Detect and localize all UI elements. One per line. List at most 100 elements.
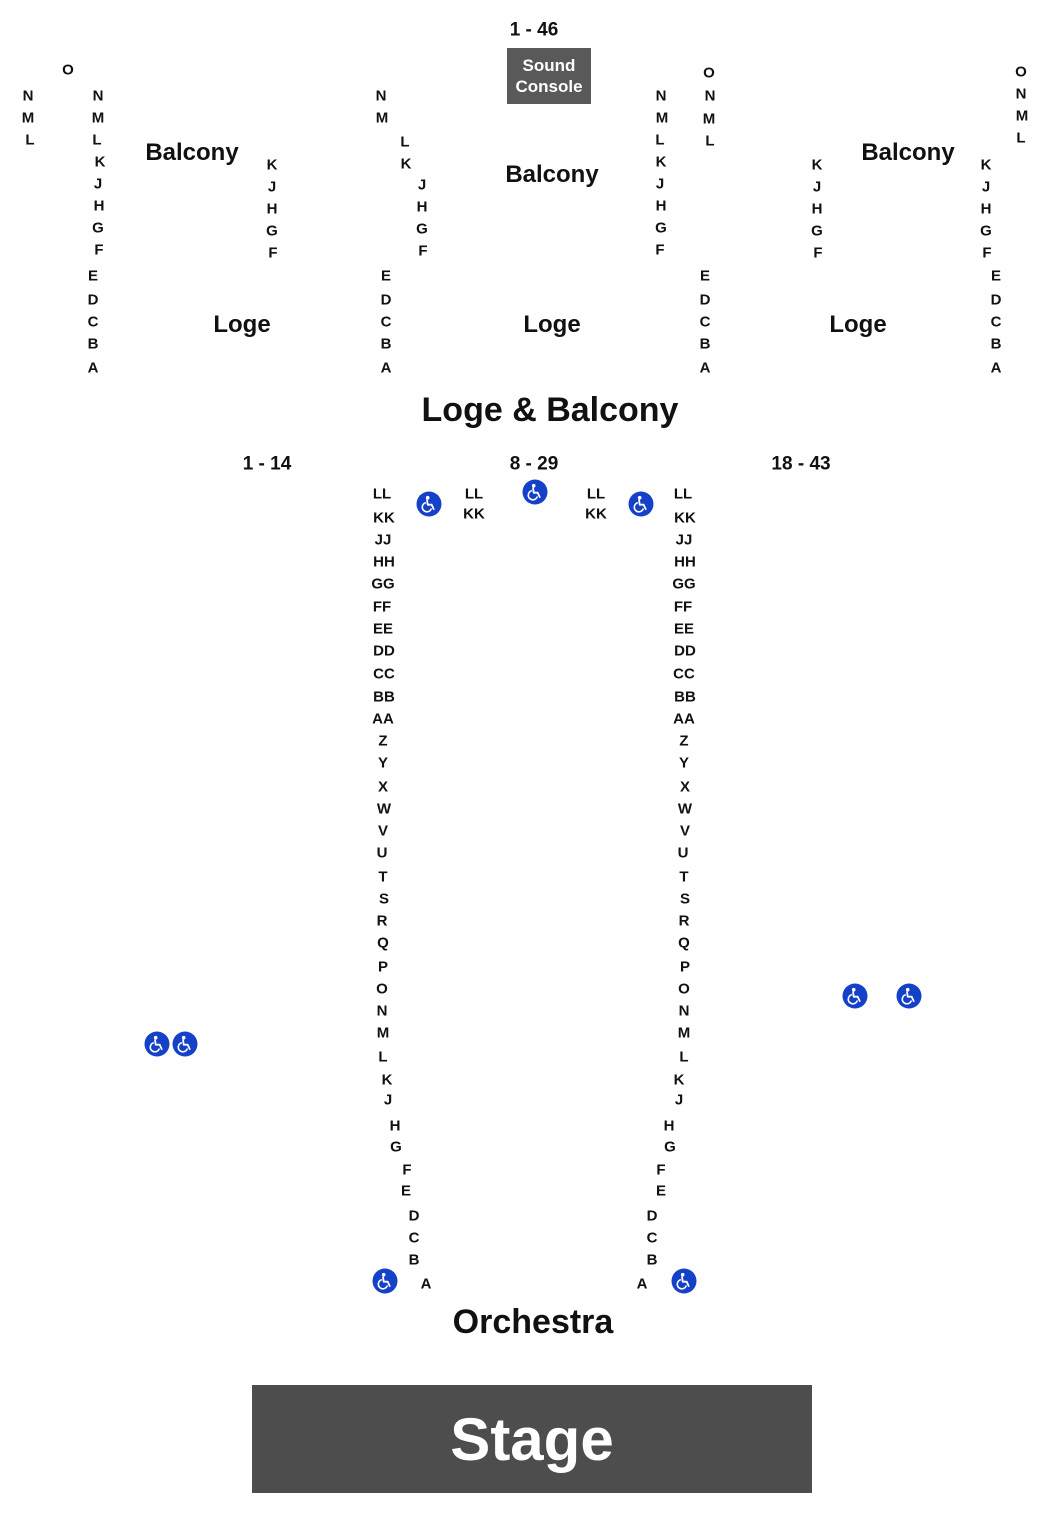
row-label-orch-right-aisle[interactable]: T: [679, 868, 689, 886]
row-label-loge-left-col[interactable]: D: [87, 291, 99, 309]
row-label-upper-far-left[interactable]: N: [22, 87, 34, 105]
row-label-balcony-left-right-col[interactable]: J: [267, 178, 277, 196]
row-label-orch-right-aisle[interactable]: Y: [678, 754, 690, 772]
row-label-orch-right-aisle[interactable]: G: [664, 1138, 676, 1156]
row-label-right-loge-col[interactable]: C: [990, 313, 1002, 331]
row-label-upper-left-col[interactable]: H: [93, 197, 105, 215]
wheelchair-icon[interactable]: [144, 1031, 170, 1057]
row-label-orch-left-aisle[interactable]: D: [408, 1207, 420, 1225]
row-label-orch-left-aisle[interactable]: F: [402, 1161, 412, 1179]
row-label-center-right-onml[interactable]: N: [704, 87, 716, 105]
row-label-orch-right-aisle[interactable]: W: [677, 800, 693, 818]
row-label-right-right-col[interactable]: K: [980, 156, 992, 174]
row-label-right-left-col[interactable]: K: [811, 156, 823, 174]
row-label-center-left-lk[interactable]: L: [400, 133, 410, 151]
row-label-orch-left-aisle[interactable]: N: [376, 1002, 388, 1020]
row-label-orch-left-aisle[interactable]: Z: [378, 732, 388, 750]
row-label-orch-left-aisle[interactable]: X: [377, 778, 389, 796]
row-label-center-left-jf[interactable]: H: [416, 198, 428, 216]
section-loge-right[interactable]: Loge: [829, 311, 887, 338]
row-label-right-left-col[interactable]: H: [811, 200, 823, 218]
row-label-orch-left-aisle[interactable]: E: [400, 1182, 412, 1200]
row-label-orch-left-aisle[interactable]: Q: [377, 934, 389, 952]
row-label-far-right-onml[interactable]: L: [1016, 129, 1026, 147]
row-label-center-right-col[interactable]: N: [655, 87, 667, 105]
row-label-orch-right-aisle[interactable]: V: [679, 822, 691, 840]
row-label-orch-left-aisle[interactable]: R: [376, 912, 388, 930]
row-label-orch-right-aisle[interactable]: H: [663, 1117, 675, 1135]
section-orchestra[interactable]: Orchestra: [452, 1303, 614, 1341]
row-label-loge-left-col[interactable]: E: [87, 267, 99, 285]
row-label-center-loge-right[interactable]: D: [699, 291, 711, 309]
row-label-orch-right-aisle[interactable]: E: [655, 1182, 667, 1200]
row-label-orch-left-aisle[interactable]: T: [378, 868, 388, 886]
section-balcony-right[interactable]: Balcony: [861, 139, 955, 166]
row-label-orch-right-aisle[interactable]: LL: [673, 485, 693, 503]
row-label-balcony-left-right-col[interactable]: G: [266, 222, 278, 240]
row-label-orch-center-right-top[interactable]: LL: [586, 485, 606, 503]
row-label-center-right-col[interactable]: G: [655, 219, 667, 237]
row-label-orch-right-aisle[interactable]: B: [646, 1251, 658, 1269]
row-label-center-right-onml[interactable]: L: [705, 132, 715, 150]
wheelchair-icon[interactable]: [522, 479, 548, 505]
row-label-center-loge-right[interactable]: E: [699, 267, 711, 285]
row-label-orch-right-aisle[interactable]: R: [678, 912, 690, 930]
wheelchair-icon[interactable]: [372, 1268, 398, 1294]
row-label-orch-right-aisle[interactable]: GG: [672, 575, 696, 593]
row-label-upper-left-col[interactable]: G: [92, 219, 104, 237]
row-label-orch-right-aisle[interactable]: X: [679, 778, 691, 796]
row-label-far-right-onml[interactable]: N: [1015, 85, 1027, 103]
row-label-right-loge-col[interactable]: D: [990, 291, 1002, 309]
row-label-upper-left-col[interactable]: N: [92, 87, 104, 105]
row-label-balcony-left-right-col[interactable]: K: [266, 156, 278, 174]
row-label-orch-center-right-top[interactable]: KK: [585, 505, 607, 523]
row-label-orch-right-aisle[interactable]: M: [677, 1024, 691, 1042]
row-label-right-loge-col[interactable]: E: [990, 267, 1002, 285]
row-label-orch-right-aisle[interactable]: K: [673, 1071, 685, 1089]
row-label-center-left-jf[interactable]: F: [418, 242, 428, 260]
row-label-center-loge-left[interactable]: A: [380, 359, 392, 377]
row-label-orch-right-aisle[interactable]: EE: [673, 620, 695, 638]
row-label-orch-right-aisle[interactable]: J: [674, 1091, 684, 1109]
row-label-orch-left-aisle[interactable]: H: [389, 1117, 401, 1135]
wheelchair-icon[interactable]: [172, 1031, 198, 1057]
row-label-orch-left-aisle[interactable]: GG: [371, 575, 395, 593]
row-label-orch-left-aisle[interactable]: J: [383, 1091, 393, 1109]
row-label-loge-left-col[interactable]: B: [87, 335, 99, 353]
row-label-orch-right-aisle[interactable]: F: [656, 1161, 666, 1179]
row-label-orch-left-aisle[interactable]: AA: [372, 710, 394, 728]
row-label-center-right-col[interactable]: F: [655, 241, 665, 259]
row-label-center-right-col[interactable]: K: [655, 153, 667, 171]
row-label-orch-left-aisle[interactable]: BB: [373, 688, 395, 706]
row-label-orch-right-aisle[interactable]: Z: [679, 732, 689, 750]
row-label-orch-left-aisle[interactable]: KK: [373, 509, 395, 527]
row-label-orch-right-aisle[interactable]: DD: [674, 642, 696, 660]
row-label-orch-right-aisle[interactable]: JJ: [675, 531, 693, 549]
row-label-center-right-col[interactable]: L: [655, 131, 665, 149]
row-label-orch-right-aisle[interactable]: CC: [673, 665, 695, 683]
row-label-center-right-col[interactable]: M: [655, 109, 669, 127]
row-label-balcony-left-right-col[interactable]: F: [268, 244, 278, 262]
row-label-right-left-col[interactable]: F: [813, 244, 823, 262]
row-label-orch-right-aisle[interactable]: A: [636, 1275, 648, 1293]
row-label-orch-left-aisle[interactable]: U: [376, 844, 388, 862]
row-label-orch-right-aisle[interactable]: HH: [674, 553, 696, 571]
row-label-upper-far-left[interactable]: M: [21, 109, 35, 127]
section-loge-center[interactable]: Loge: [523, 311, 581, 338]
row-label-center-loge-right[interactable]: C: [699, 313, 711, 331]
row-label-upper-left-col[interactable]: J: [93, 175, 103, 193]
row-label-orch-left-aisle[interactable]: HH: [373, 553, 395, 571]
row-label-right-left-col[interactable]: G: [811, 222, 823, 240]
row-label-center-left-nm[interactable]: M: [375, 109, 389, 127]
row-label-orch-right-aisle[interactable]: BB: [674, 688, 696, 706]
row-label-orch-right-aisle[interactable]: D: [646, 1207, 658, 1225]
row-label-orch-right-aisle[interactable]: C: [646, 1229, 658, 1247]
wheelchair-icon[interactable]: [628, 491, 654, 517]
row-label-center-left-jf[interactable]: J: [417, 176, 427, 194]
row-label-right-right-col[interactable]: F: [982, 244, 992, 262]
row-label-orch-left-aisle[interactable]: M: [376, 1024, 390, 1042]
row-label-center-loge-right[interactable]: A: [699, 359, 711, 377]
row-label-orch-left-aisle[interactable]: CC: [373, 665, 395, 683]
row-label-center-loge-left[interactable]: C: [380, 313, 392, 331]
row-label-center-loge-right[interactable]: B: [699, 335, 711, 353]
